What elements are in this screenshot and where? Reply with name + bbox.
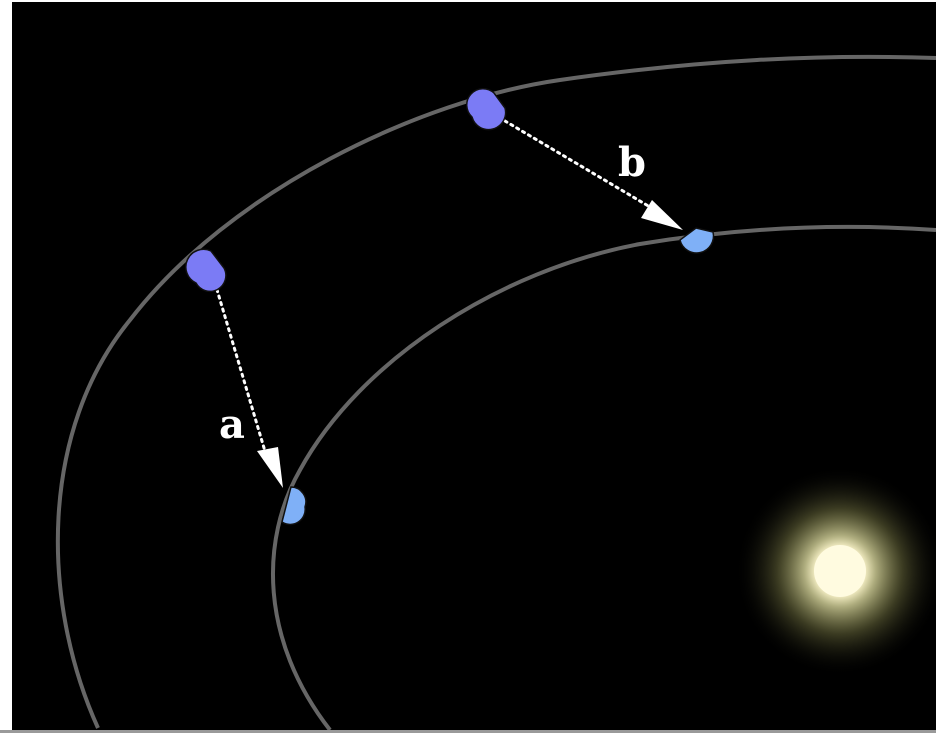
transfer-b-arrowhead bbox=[641, 200, 683, 230]
label-b: b bbox=[618, 139, 646, 186]
label-a: a bbox=[219, 401, 245, 448]
outer-planet-1 bbox=[185, 248, 227, 293]
transfer-a-arrowhead bbox=[257, 447, 283, 488]
inner-orbit bbox=[271, 224, 936, 732]
transfer-b-path bbox=[503, 119, 652, 209]
sun-core bbox=[814, 545, 866, 597]
transfer-b: b bbox=[503, 119, 683, 230]
outer-planet-2 bbox=[465, 87, 507, 131]
inner-planet-1 bbox=[281, 486, 307, 526]
bottom-border bbox=[0, 730, 936, 733]
transfer-a: a bbox=[213, 281, 283, 488]
outer-orbit bbox=[55, 54, 936, 729]
sun bbox=[735, 466, 936, 676]
inner-planet-2 bbox=[679, 227, 715, 254]
transfer-a-path bbox=[213, 281, 269, 460]
